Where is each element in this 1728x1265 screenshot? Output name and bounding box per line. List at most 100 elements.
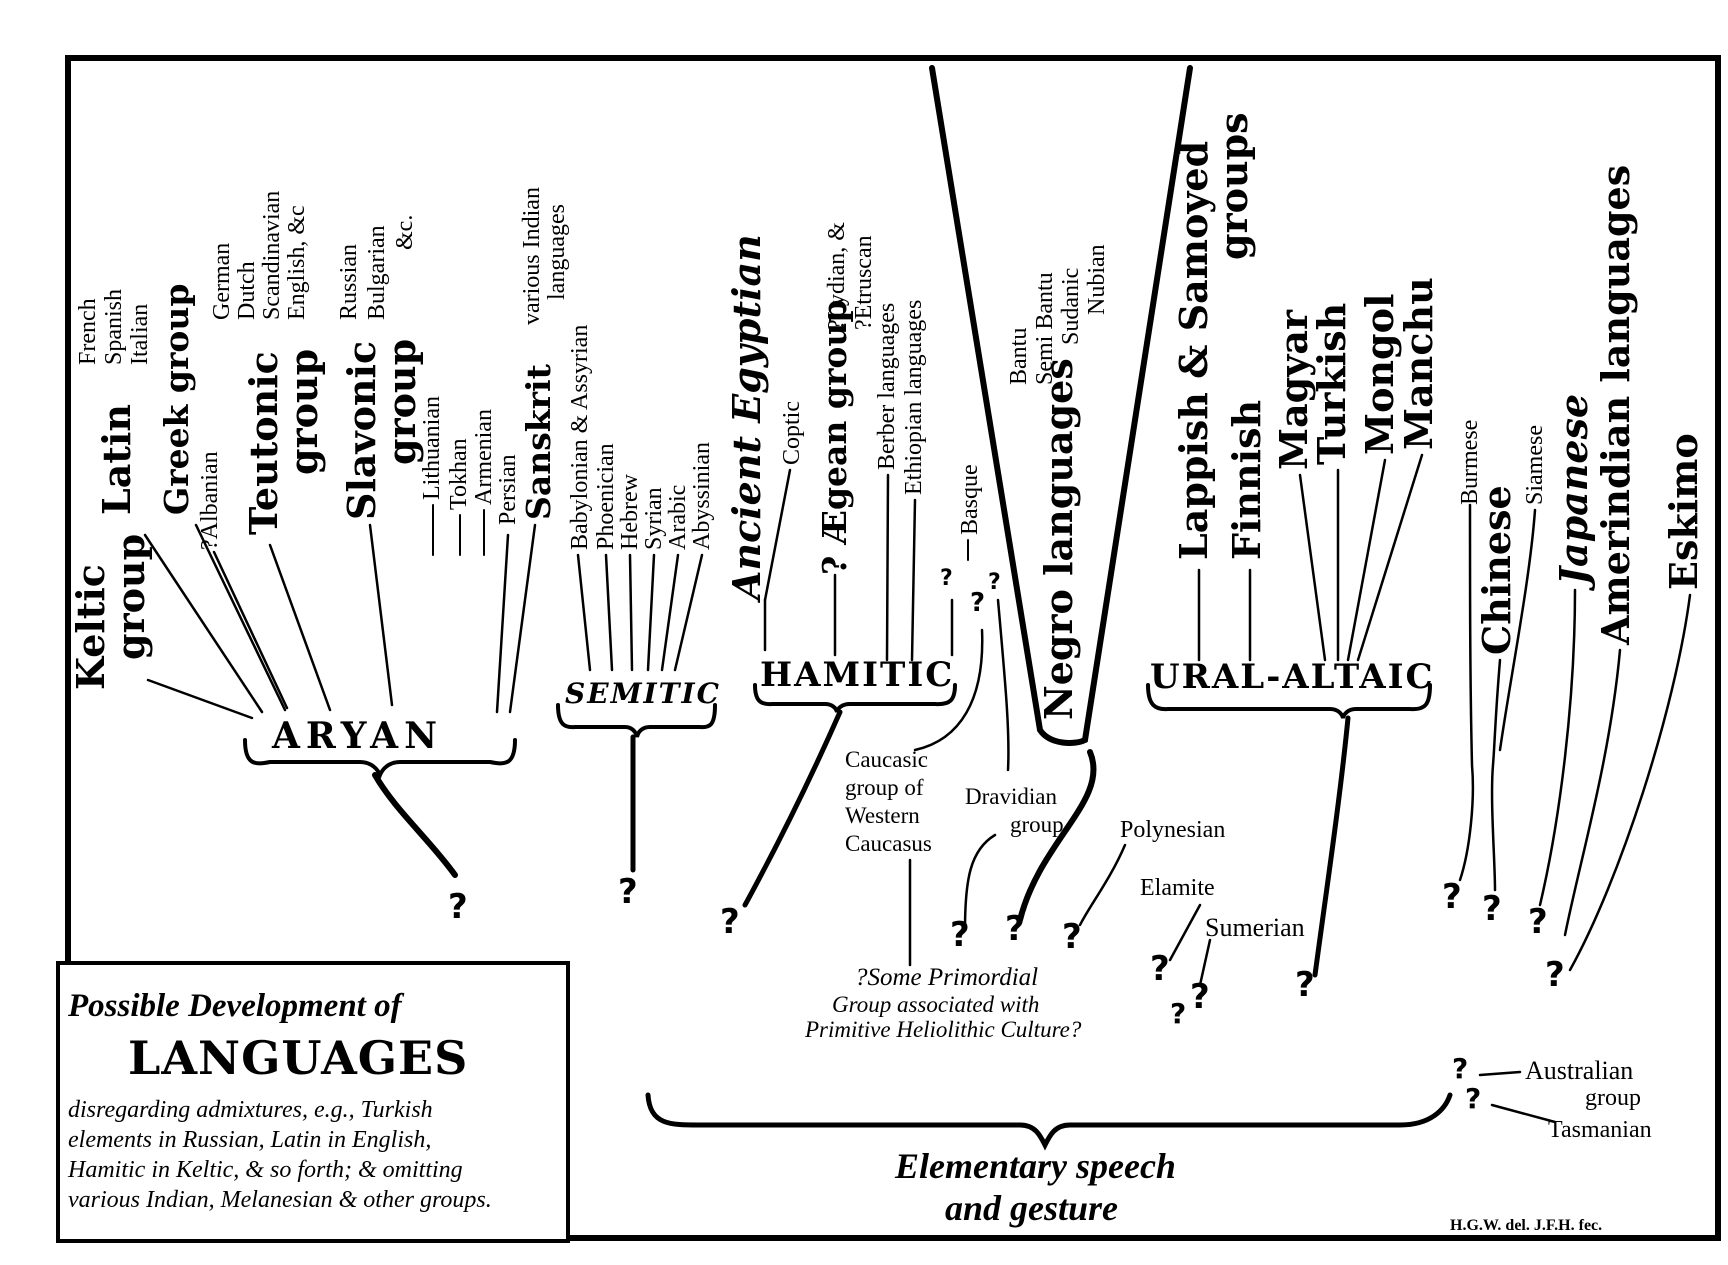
mongol-line [1346,458,1387,662]
tokhan-label: Tokhan [446,438,472,510]
dravidian-1: Dravidian [965,784,1057,809]
latin-sub-3: Italian [127,303,153,365]
ural-bracket [1146,683,1432,719]
qmark-burmese: ? [1442,877,1462,917]
qmark-primordial: ? [1170,997,1187,1030]
negro-funnel [929,65,1193,746]
manchu-line [1356,453,1424,662]
family-hamitic: HAMITIC [760,655,955,695]
title-note-4: various Indian, Melanesian & other group… [68,1187,492,1213]
qmark-basque: ? [940,566,953,591]
qmark-chinese: ? [1482,889,1502,929]
teutonic-sub-1: German [209,242,235,320]
basque-label: Basque [957,464,983,535]
mongol-label: Mongol [1357,293,1402,455]
elementary-brace [645,1092,1453,1151]
ethiopian-label: Ethiopian languages [901,299,927,495]
primordial-2: Group associated with [832,992,1040,1017]
keltic-line [146,678,254,720]
ethiopian-line [910,498,917,662]
babylonian-label: Babylonian & Assyrian [567,324,593,550]
amerindian-label: Amerindian languages [1593,164,1638,645]
qmark-semitic: ? [618,872,638,912]
greek-line [194,523,287,712]
slavonic-label: Slavonic [339,340,384,520]
burmese-line [1458,503,1475,882]
coptic-label: Coptic [779,401,805,465]
lappish-label: Lappish & Samoyed [1171,140,1216,560]
caucasic-line [913,628,984,752]
qmark-basque-2: ? [970,588,986,618]
sanskrit-sub-1: various Indian [519,187,545,325]
amerindian-line [1563,648,1622,937]
lappish-groups-label: groups [1211,112,1256,260]
lithuanian-label: Lithuanian [419,396,445,500]
outer-frame [65,55,1721,1241]
siamese-line [1498,508,1537,752]
primordial-3: Primitive Heliolithic Culture? [805,1017,1082,1042]
title-line1: Possible Development of [68,988,402,1024]
title-note-1: disregarding admixtures, e.g., Turkish [68,1097,433,1123]
keltic-group-label: group [108,533,153,660]
arabic-label: Arabic [665,484,691,550]
coptic-line [763,468,792,602]
sanskrit-line [508,523,537,714]
slavonic-sub-2: Bulgarian [364,225,390,320]
ancient-egyptian-label: Ancient Egyptian [724,234,769,600]
keltic-label: Keltic [68,564,113,690]
slavonic-sub-1: Russian [336,243,362,320]
abyssinian-line [673,553,704,672]
dravidian-2: group [1010,812,1064,837]
sumerian-label: Sumerian [1205,913,1305,942]
phoenician-label: Phoenician [593,443,619,550]
ural-stem [1312,715,1351,978]
slavonic-group-label: group [379,338,424,465]
teutonic-sub-4: English, &c [284,205,310,320]
aryan-bracket [243,738,517,781]
tasmanian-label: Tasmanian [1548,1117,1652,1143]
babylonian-line [576,553,592,672]
primordial-1: ?Some Primordial [855,964,1039,991]
armenian-label: Armenian [471,409,497,505]
latin-sub-2: Spanish [101,288,127,365]
title-note-2: elements in Russian, Latin in English, [68,1127,432,1153]
magyar-line [1298,473,1327,662]
title-note-3: Hamitic in Keltic, & so forth; & omittin… [68,1157,463,1183]
negro-stem [1017,749,1097,923]
hamitic-bracket [753,683,957,713]
manchu-label: Manchu [1396,277,1441,450]
family-aryan: ARYAN [272,715,443,757]
caucasic-2: group of [845,775,924,800]
caucasic-4: Caucasus [845,831,932,856]
aegean-sub-1: ?Lydian, & [824,222,850,330]
hamitic-stem [742,709,843,908]
nubian-label: Nubian [1084,244,1110,315]
semitic-bracket [556,703,717,738]
hebrew-line [628,553,634,672]
turkish-label: Turkish [1309,302,1354,465]
chinese-line [1490,658,1502,892]
greek-label: Greek group [157,283,196,515]
australian-2: group [1585,1085,1641,1111]
sumerian-line [1198,938,1212,987]
abyssinian-label: Abyssinian [689,442,715,550]
tasmanian-line [1490,1103,1557,1124]
qmark-amerindian: ? [1545,955,1565,995]
title-line2: LANGUAGES [128,1031,469,1085]
phoenician-line [604,553,614,672]
tree-lines [143,65,1692,1151]
qmark-tasmanian: ? [1465,1082,1482,1115]
elementary-line1: Elementary speech [895,1146,1176,1186]
aryan-stem [372,772,458,878]
qmark-australian: ? [1452,1052,1469,1085]
persian-label: Persian [495,454,521,525]
latin-label: Latin [94,404,139,515]
qmark-basque-3: ? [988,570,1001,595]
albanian-label: ?Albanian [197,451,223,550]
chinese-label: Chinese [1474,485,1519,655]
teutonic-group-label: group [281,348,326,475]
qmark-sumerian: ? [1190,977,1210,1017]
syrian-label: Syrian [641,487,667,550]
persian-line [495,533,510,714]
negro-languages-label: Negro languages [1036,358,1081,720]
